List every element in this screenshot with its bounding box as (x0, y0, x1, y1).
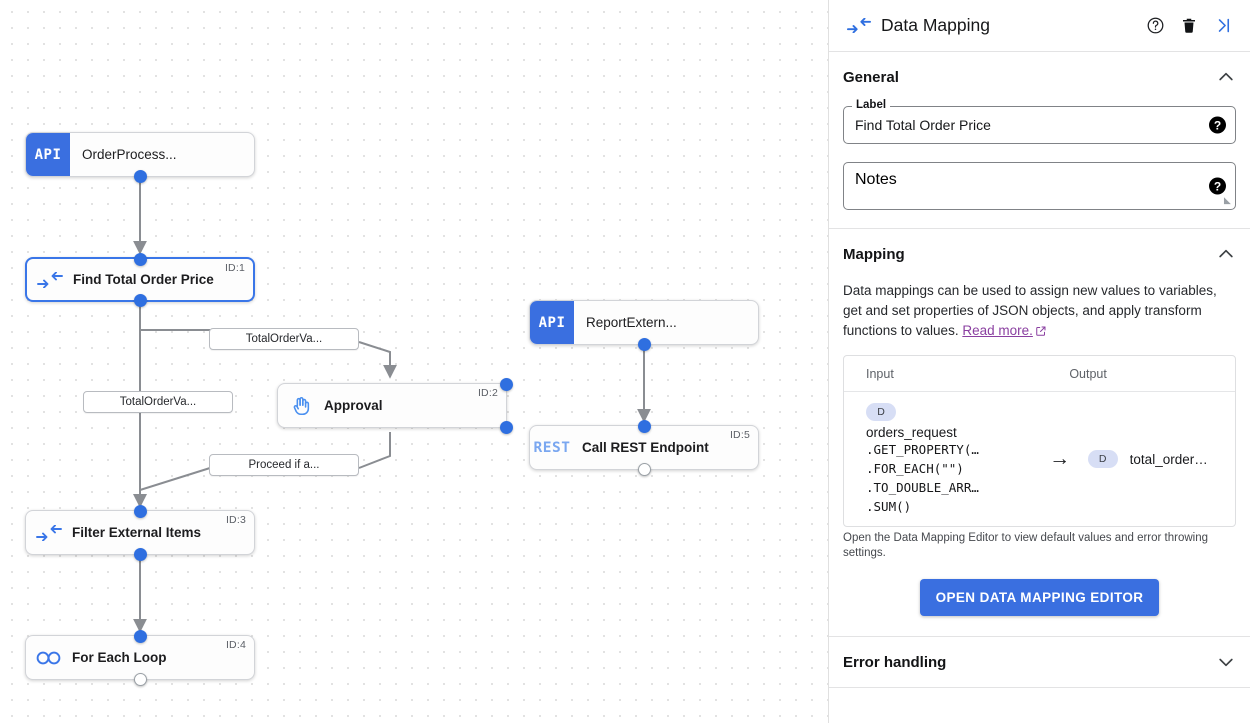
chevron-up-icon[interactable] (1216, 244, 1236, 264)
node-input-port[interactable] (637, 419, 651, 433)
node-report-external[interactable]: API ReportExtern... (529, 300, 759, 351)
data-mapping-icon (847, 18, 877, 33)
mapping-note: Open the Data Mapping Editor to view def… (843, 532, 1209, 559)
section-error-handling-header[interactable]: Error handling (843, 637, 1236, 687)
chevron-down-icon[interactable] (1216, 652, 1236, 672)
mapping-output-cell: D total_order… (1087, 450, 1235, 468)
section-error-handling: Error handling (829, 637, 1250, 688)
node-input-port[interactable] (133, 252, 147, 266)
trash-icon[interactable] (1176, 13, 1202, 39)
node-title: Call REST Endpoint (582, 440, 709, 455)
label-field-legend: Label (852, 99, 891, 111)
node-id-label: ID:2 (477, 387, 498, 399)
node-input-port[interactable] (133, 629, 147, 643)
panel-header: Data Mapping (829, 0, 1250, 52)
node-title: OrderProcess... (82, 147, 177, 162)
node-filter-external-items[interactable]: Filter External Items ID:3 (25, 504, 255, 561)
node-title: Approval (324, 398, 383, 413)
resize-handle[interactable]: ◢ (1224, 195, 1231, 205)
input-variable-name: orders_request (866, 425, 957, 440)
node-output-port[interactable] (133, 672, 147, 686)
section-general-header[interactable]: General (843, 52, 1236, 102)
chevron-up-icon[interactable] (1216, 67, 1236, 87)
workflow-canvas[interactable]: API OrderProcess... Find Total Order Pri… (0, 0, 829, 723)
label-field[interactable]: Label Find Total Order Price ? (843, 99, 1236, 144)
node-title: Filter External Items (72, 525, 202, 540)
node-output-port[interactable] (637, 337, 651, 351)
node-output-port[interactable] (637, 462, 651, 476)
section-general: General Label Find Total Order Price ? N… (829, 52, 1250, 229)
node-for-each-loop[interactable]: For Each Loop ID:4 (25, 629, 255, 686)
panel-title: Data Mapping (881, 15, 990, 35)
input-function-line: .FOR_EACH("") (866, 461, 964, 476)
mapping-table: Input Output D orders_request .GET_PROPE… (843, 355, 1236, 527)
section-mapping: Mapping Data mappings can be used to ass… (829, 229, 1250, 637)
api-badge: API (530, 301, 574, 344)
node-id-label: ID:3 (225, 514, 246, 526)
node-id-label: ID:1 (224, 262, 245, 274)
column-header-output: Output (1069, 366, 1107, 381)
node-call-rest-endpoint[interactable]: REST Call REST Endpoint ID:5 (529, 419, 759, 476)
output-type-badge: D (1087, 450, 1118, 468)
section-mapping-header[interactable]: Mapping (843, 229, 1236, 279)
node-id-label: ID:4 (225, 639, 246, 651)
mapping-input-cell: D orders_request .GET_PROPERTY(… .FOR_EA… (844, 392, 1032, 526)
data-mapping-icon (26, 524, 72, 541)
hand-icon (278, 395, 324, 417)
node-input-port[interactable] (499, 377, 513, 391)
node-output-port[interactable] (499, 420, 513, 434)
input-function-line: .SUM() (866, 499, 912, 514)
output-variable-name: total_order… (1129, 451, 1208, 467)
notes-help-icon[interactable]: ? (1209, 177, 1226, 195)
label-help-icon[interactable]: ? (1209, 116, 1226, 134)
mapping-row[interactable]: D orders_request .GET_PROPERTY(… .FOR_EA… (844, 392, 1235, 526)
section-title: General (843, 68, 899, 86)
help-circle-icon[interactable] (1142, 13, 1168, 39)
loop-icon (26, 650, 72, 666)
node-input-port[interactable] (133, 504, 147, 518)
input-type-badge: D (866, 403, 896, 421)
node-find-total-order-price[interactable]: Find Total Order Price ID:1 (25, 252, 255, 307)
data-mapping-icon (27, 271, 73, 288)
edge-label[interactable]: TotalOrderVa... (209, 328, 359, 350)
node-id-label: ID:5 (729, 429, 750, 441)
section-title: Error handling (843, 653, 947, 671)
node-title: Find Total Order Price (73, 272, 214, 287)
column-header-input: Input (866, 366, 894, 381)
node-output-port[interactable] (133, 293, 147, 307)
api-badge: API (26, 133, 70, 176)
read-more-link[interactable]: Read more. (962, 323, 1033, 338)
rest-badge: REST (533, 439, 571, 456)
node-title: For Each Loop (72, 650, 167, 665)
label-field-value: Find Total Order Price (855, 117, 991, 133)
notes-field[interactable]: Notes ? ◢ (843, 162, 1236, 210)
input-function-line: .GET_PROPERTY(… (866, 442, 979, 457)
node-order-process[interactable]: API OrderProcess... (25, 132, 255, 183)
mapping-arrow-icon: → (1049, 447, 1071, 470)
notes-placeholder: Notes (855, 171, 897, 188)
node-approval[interactable]: Approval ID:2 (277, 377, 513, 434)
input-function-line: .TO_DOUBLE_ARR… (866, 480, 979, 495)
node-output-port[interactable] (133, 547, 147, 561)
external-link-icon[interactable] (1035, 323, 1047, 343)
open-data-mapping-editor-button[interactable]: OPEN DATA MAPPING EDITOR (919, 579, 1160, 616)
edge-label[interactable]: TotalOrderVa... (83, 391, 233, 413)
node-title: ReportExtern... (586, 315, 677, 330)
collapse-panel-icon[interactable] (1210, 13, 1236, 39)
workflow-edges (133, 177, 651, 633)
mapping-description-text: Data mappings can be used to assign new … (843, 283, 1217, 338)
mapping-table-header: Input Output (844, 356, 1235, 392)
edge-label[interactable]: Proceed if a... (209, 454, 359, 476)
mapping-description: Data mappings can be used to assign new … (843, 281, 1236, 343)
properties-panel: Data Mapping (829, 0, 1250, 723)
section-title: Mapping (843, 245, 905, 263)
node-output-port[interactable] (133, 169, 147, 183)
